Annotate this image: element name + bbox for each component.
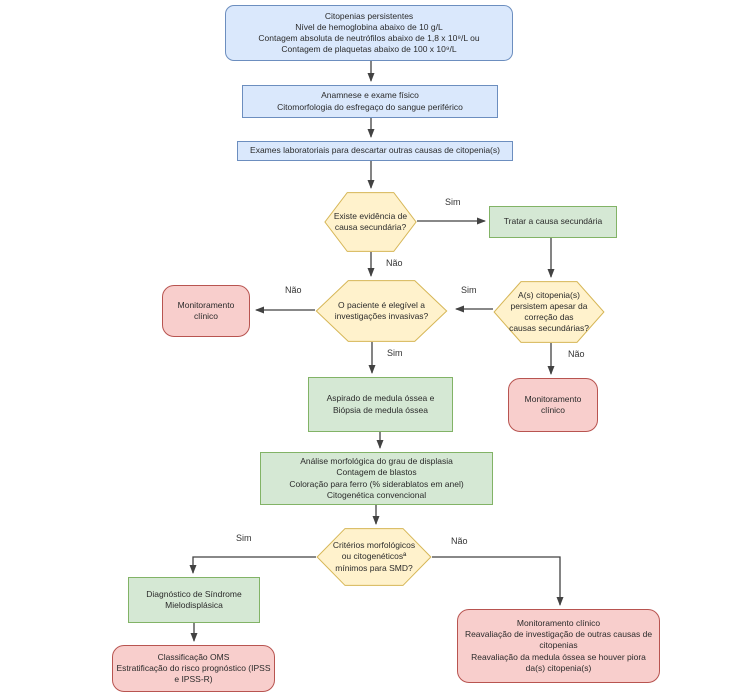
edge-label-elegivel-sim: Sim	[385, 348, 405, 359]
node-label: Monitoramento clínico	[177, 299, 235, 321]
node-monitoramento-clinico-1: Monitoramento clínico	[162, 285, 250, 337]
node-decision-citopenias-persistem: A(s) citopenia(s) persistem apesar da co…	[493, 281, 605, 343]
node-anamnese-exame-fisico: Anamnese e exame físico Citomorfologia d…	[242, 85, 498, 118]
edge-label-elegivel-nao: Não	[283, 285, 304, 296]
arrow-hex4-monitoramento3-nao	[432, 556, 564, 606]
node-label: Tratar a causa secundária	[503, 216, 603, 227]
hexagon-shape-icon	[493, 281, 605, 343]
hexagon-shape-icon	[316, 528, 432, 586]
node-citopenias-persistentes: Citopenias persistentes Nível de hemoglo…	[225, 5, 513, 61]
node-aspirado-biopsia: Aspirado de medula óssea e Biópsia de me…	[308, 377, 453, 432]
node-classificacao-oms: Classificação OMS Estratificação do risc…	[112, 645, 275, 692]
node-label: Citopenias persistentes Nível de hemoglo…	[258, 10, 480, 55]
node-label: Critérios morfológicos ou citogenéticosª…	[332, 540, 416, 573]
node-tratar-causa-secundaria: Tratar a causa secundária	[489, 206, 617, 238]
node-decision-paciente-elegivel: O paciente é elegível a investigações in…	[315, 280, 448, 342]
node-label: Monitoramento clínico Reavaliação de inv…	[464, 618, 653, 673]
edge-label-persistem-sim: Sim	[459, 285, 479, 296]
node-exames-laboratoriais: Exames laboratoriais para descartar outr…	[237, 141, 513, 161]
node-monitoramento-clinico-3: Monitoramento clínico Reavaliação de inv…	[457, 609, 660, 683]
node-label: Existe evidência de causa secundária?	[333, 210, 408, 232]
node-label: Monitoramento clínico	[524, 393, 582, 415]
node-label: Exames laboratoriais para descartar outr…	[250, 145, 500, 156]
node-decision-causa-secundaria: Existe evidência de causa secundária?	[324, 192, 417, 252]
edge-label-causa-sim: Sim	[443, 197, 463, 208]
edge-label-causa-nao: Não	[384, 258, 405, 269]
arrow-hex4-diagnostico-sim	[189, 556, 316, 574]
node-analise-morfologica: Análise morfológica do grau de displasia…	[260, 452, 493, 505]
edge-label-criterios-sim: Sim	[234, 533, 254, 544]
node-label: O paciente é elegível a investigações in…	[334, 299, 429, 321]
node-monitoramento-clinico-2: Monitoramento clínico	[508, 378, 598, 432]
node-label: Anamnese e exame físico Citomorfologia d…	[277, 90, 463, 112]
edge-label-criterios-nao: Não	[449, 536, 470, 547]
node-label: Diagnóstico de Síndrome Mielodisplásica	[146, 588, 242, 610]
node-label: Análise morfológica do grau de displasia…	[289, 456, 464, 500]
hexagon-shape-icon	[324, 192, 417, 252]
node-label: Classificação OMS Estratificação do risc…	[116, 651, 271, 685]
node-label: Aspirado de medula óssea e Biópsia de me…	[326, 393, 435, 415]
hexagon-shape-icon	[315, 280, 448, 342]
node-decision-criterios-smd: Critérios morfológicos ou citogenéticosª…	[316, 528, 432, 586]
node-diagnostico-smd: Diagnóstico de Síndrome Mielodisplásica	[128, 577, 260, 623]
node-label: A(s) citopenia(s) persistem apesar da co…	[509, 289, 589, 334]
edge-label-persistem-nao: Não	[566, 349, 587, 360]
